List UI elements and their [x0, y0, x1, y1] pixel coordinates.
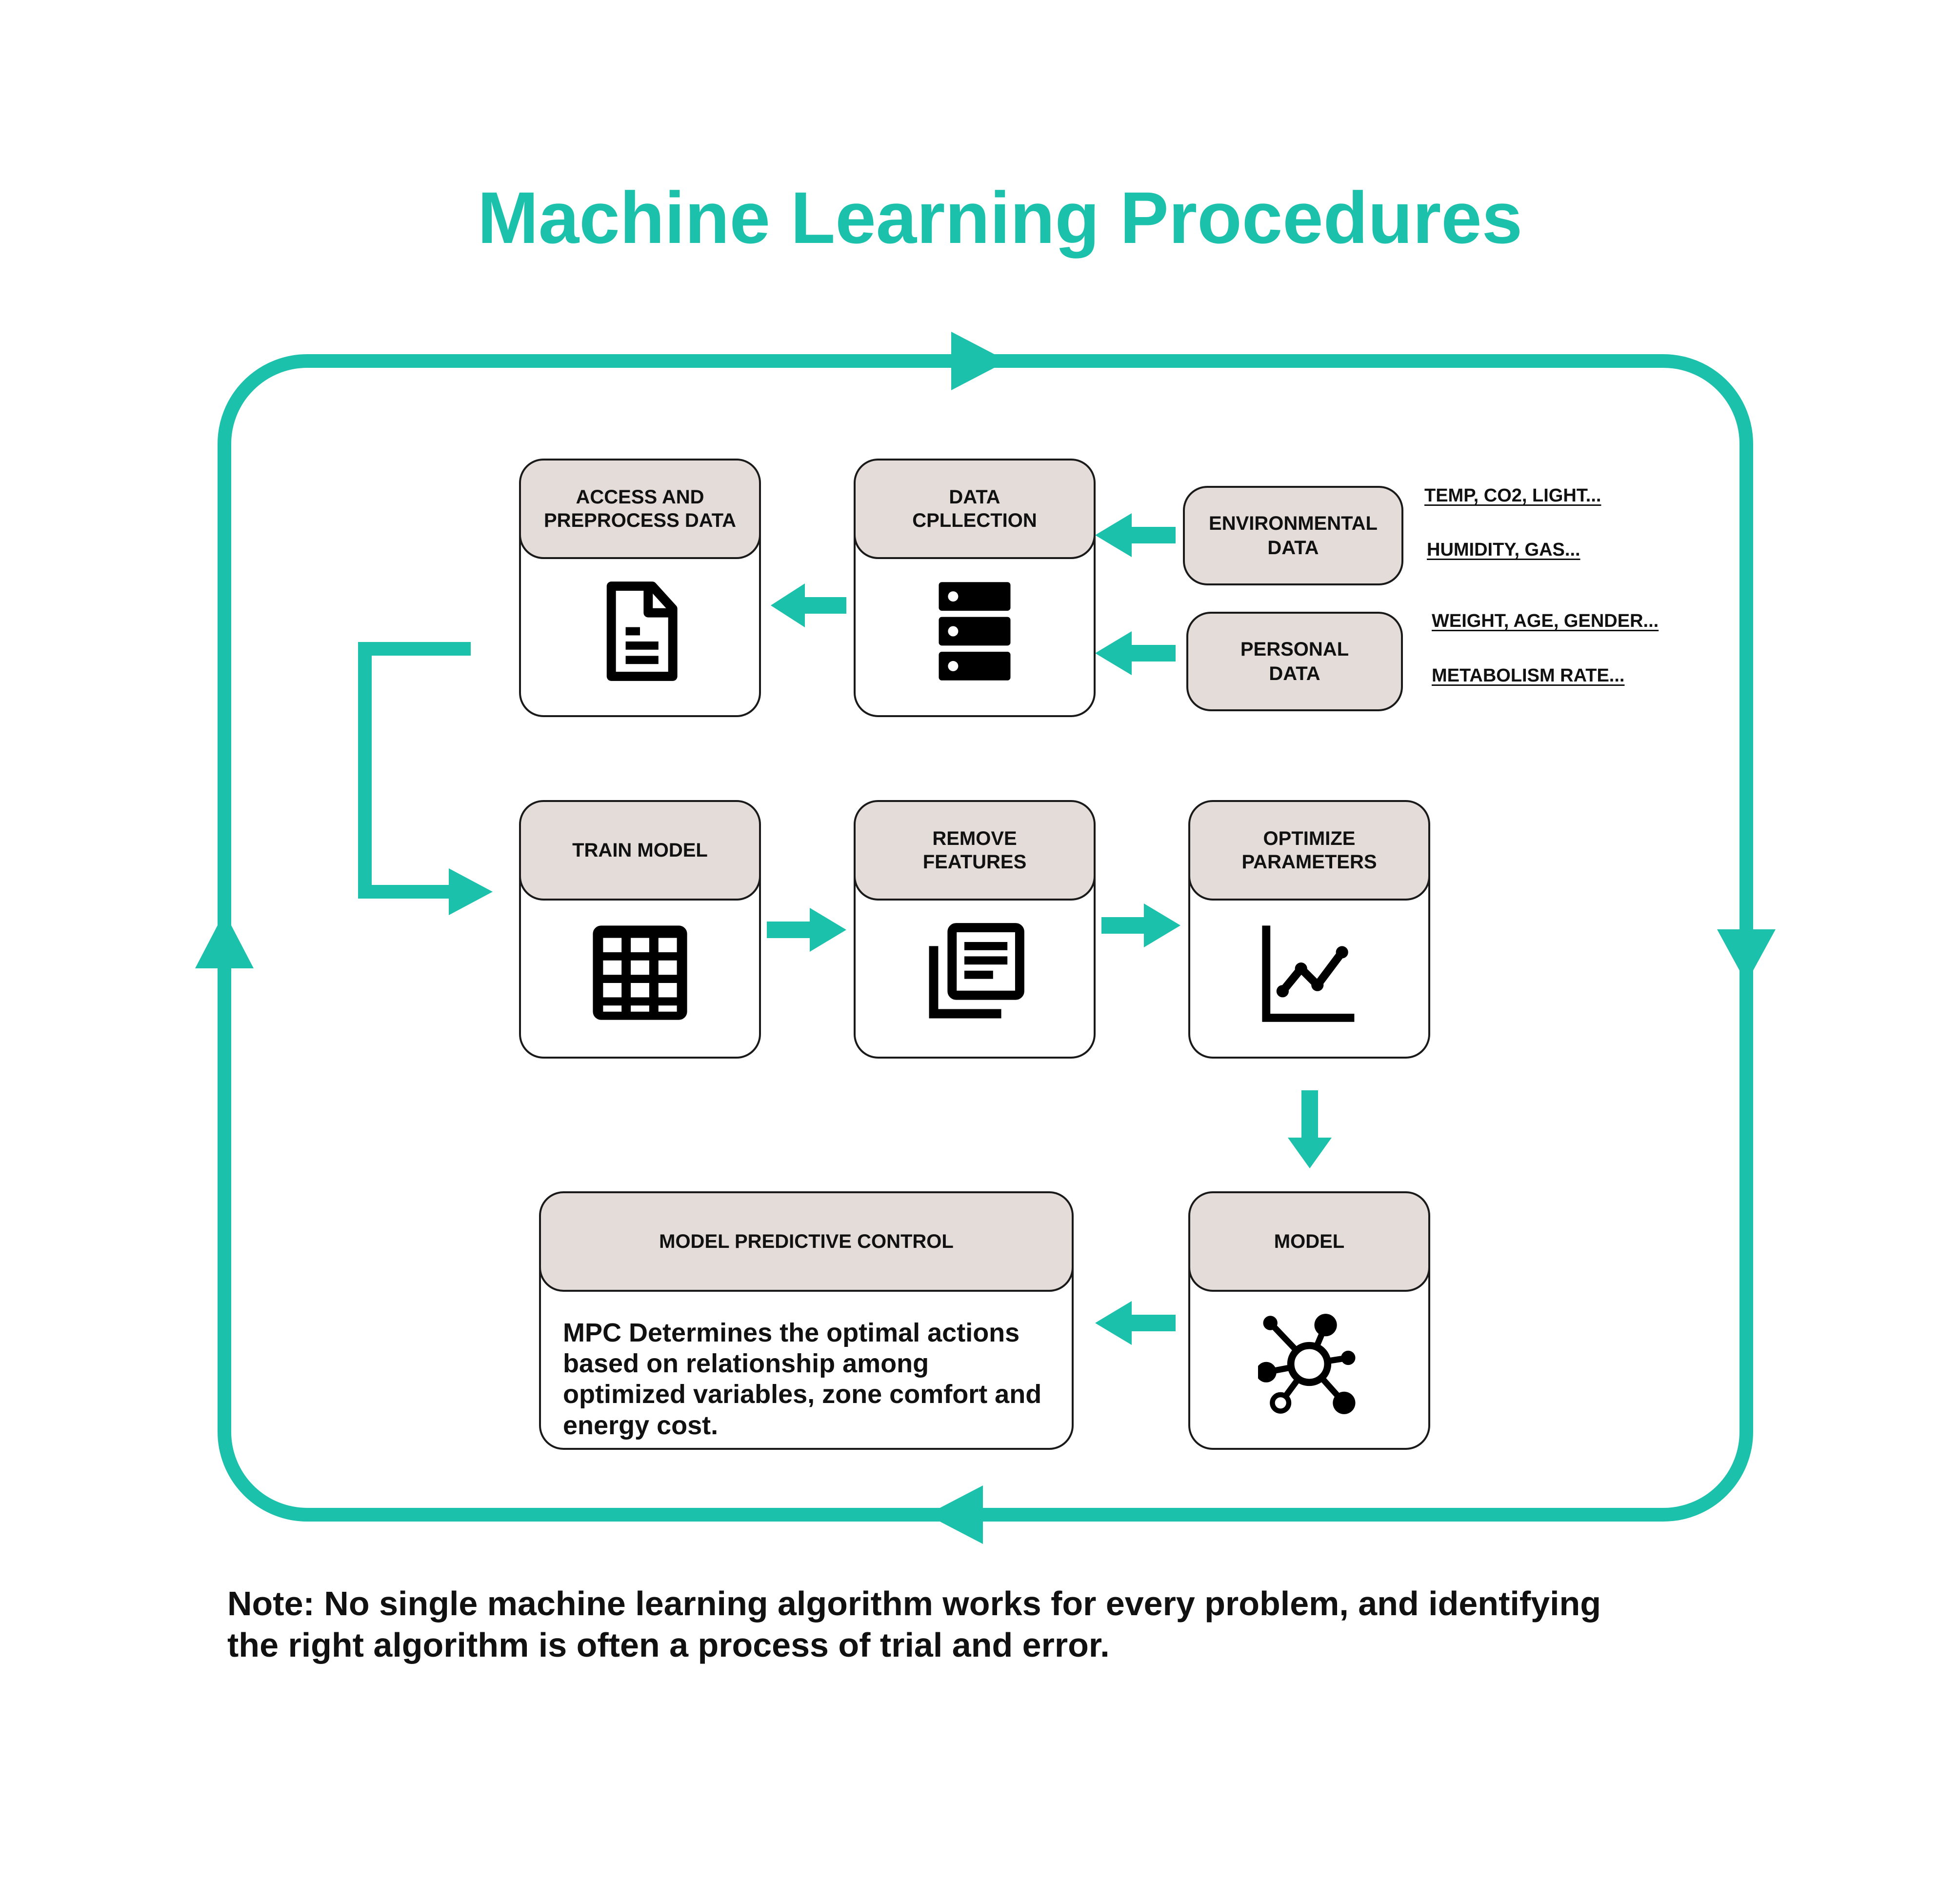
- card-header: TRAIN MODEL: [521, 802, 759, 901]
- card-header: MODEL PREDICTIVE CONTROL: [541, 1193, 1072, 1292]
- card-header: DATA CPLLECTION: [856, 461, 1094, 559]
- card-title: MODEL PREDICTIVE CONTROL: [659, 1231, 954, 1252]
- card-header: ACCESS AND PREPROCESS DATA: [521, 461, 759, 559]
- bracket-arrowhead: [449, 868, 493, 915]
- card-title: TRAIN MODEL: [572, 840, 708, 861]
- card-model-predictive-control: MODEL PREDICTIVE CONTROL MPC Determines …: [539, 1191, 1074, 1450]
- personal-tag: METABOLISM RATE...: [1432, 665, 1625, 686]
- environmental-tag: TEMP, CO2, LIGHT...: [1424, 485, 1601, 506]
- diagram-title: Machine Learning Procedures: [477, 177, 1523, 259]
- source-label: PERSONAL DATA: [1240, 639, 1349, 684]
- arrow-optimize-to-model-shaft: [1301, 1090, 1318, 1146]
- card-title: ACCESS AND PREPROCESS DATA: [543, 486, 737, 531]
- mpc-description: MPC Determines the optimal actions based…: [563, 1318, 1042, 1440]
- card-train-model: TRAIN MODEL: [519, 800, 761, 1059]
- environmental-tag: HUMIDITY, GAS...: [1427, 540, 1580, 560]
- line-chart-icon: [1190, 922, 1428, 1024]
- cycle-arrow-left: [195, 912, 254, 968]
- network-hub-icon: [1190, 1313, 1428, 1415]
- arrow-train-to-remove-shaft: [767, 922, 816, 938]
- arrow-model-to-mpc-shaft: [1127, 1315, 1176, 1331]
- arrow-environmental-head: [1095, 513, 1132, 557]
- arrow-personal-shaft: [1127, 645, 1176, 661]
- arrow-collection-to-access-shaft: [800, 597, 846, 614]
- source-environmental: ENVIRONMENTAL DATA: [1183, 486, 1403, 585]
- cycle-arrow-right: [1717, 929, 1776, 983]
- arrow-environmental-shaft: [1127, 527, 1176, 543]
- card-title: OPTIMIZE PARAMETERS: [1241, 828, 1377, 873]
- card-access-preprocess: ACCESS AND PREPROCESS DATA: [519, 459, 761, 717]
- card-model: MODEL: [1188, 1191, 1430, 1450]
- document-icon: [521, 580, 759, 682]
- cycle-arrow-top: [951, 332, 1007, 390]
- card-title: DATA CPLLECTION: [912, 486, 1037, 531]
- arrow-remove-to-optimize-shaft: [1101, 917, 1150, 934]
- source-personal: PERSONAL DATA: [1186, 612, 1403, 711]
- arrow-collection-to-access-head: [771, 583, 805, 627]
- bracket-connector: [358, 642, 471, 899]
- arrow-personal-head: [1095, 631, 1132, 675]
- table-icon: [521, 922, 759, 1024]
- card-header: OPTIMIZE PARAMETERS: [1190, 802, 1428, 901]
- card-title: REMOVE FEATURES: [922, 828, 1027, 873]
- cycle-arrow-bottom: [927, 1485, 983, 1544]
- source-label: ENVIRONMENTAL DATA: [1209, 513, 1378, 559]
- footer-note: Note: No single machine learning algorit…: [227, 1584, 1601, 1664]
- article-stack-icon: [856, 922, 1094, 1024]
- personal-tag: WEIGHT, AGE, GENDER...: [1432, 611, 1659, 631]
- arrow-remove-to-optimize-head: [1144, 903, 1180, 947]
- card-title: MODEL: [1274, 1231, 1345, 1252]
- arrow-optimize-to-model-head: [1288, 1138, 1332, 1168]
- arrow-train-to-remove-head: [810, 908, 846, 952]
- card-data-collection: DATA CPLLECTION: [854, 459, 1096, 717]
- card-optimize-parameters: OPTIMIZE PARAMETERS: [1188, 800, 1430, 1059]
- server-icon: [856, 580, 1094, 682]
- card-remove-features: REMOVE FEATURES: [854, 800, 1096, 1059]
- card-header: REMOVE FEATURES: [856, 802, 1094, 901]
- card-header: MODEL: [1190, 1193, 1428, 1292]
- arrow-model-to-mpc-head: [1095, 1301, 1132, 1345]
